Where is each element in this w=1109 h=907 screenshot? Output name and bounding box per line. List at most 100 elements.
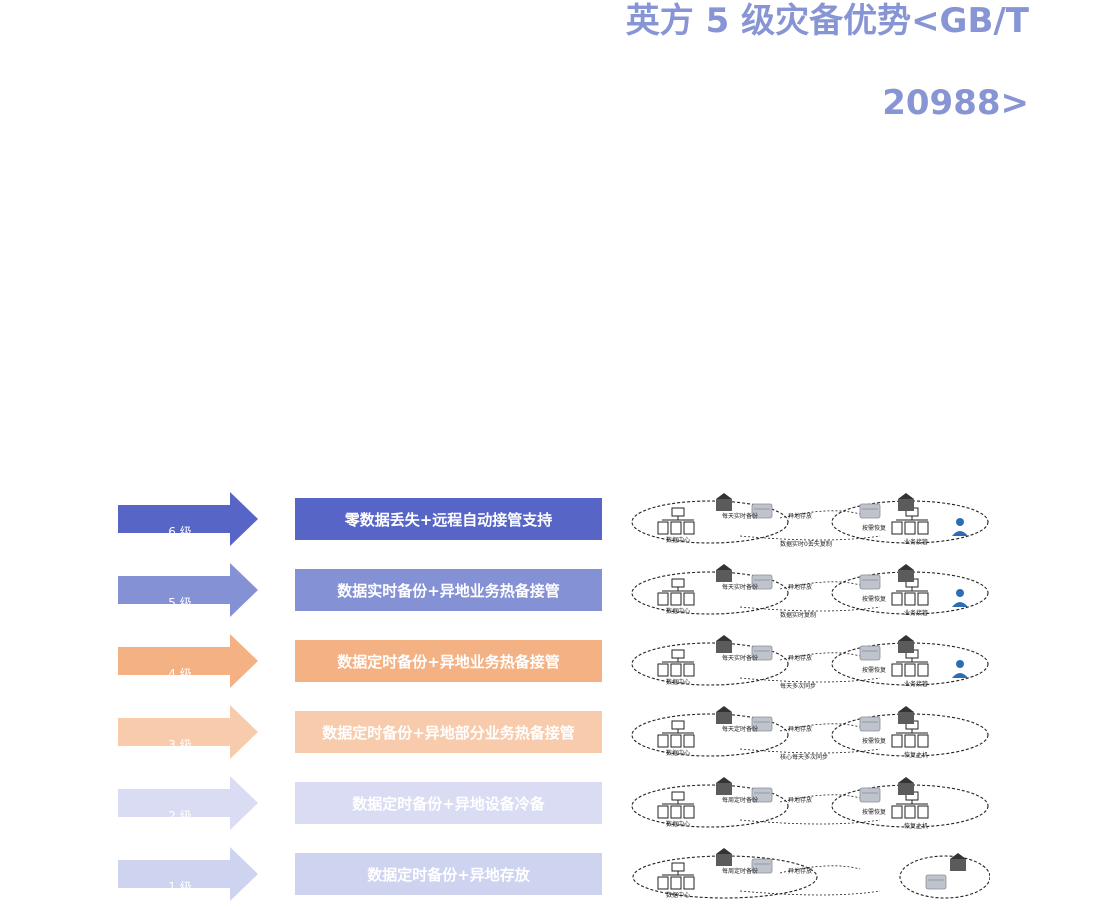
level-row-1: 1 级 数据定时备份+异地存放 数据中心每周定时备份异地存放 <box>0 847 1109 905</box>
thumb-label-a: 数据中心 <box>666 820 690 828</box>
thumb-label-c: 异地存放 <box>788 867 812 875</box>
level-row-2: 2 级 数据定时备份+异地设备冷备 数据中心每周定时备份异地存放按需恢复恢复主机 <box>0 776 1109 834</box>
thumb-label-f: 业务接管 <box>904 609 928 617</box>
transfer-link-top <box>779 652 861 661</box>
primary-site-ellipse <box>631 642 789 686</box>
level-row-5: 5 级 数据实时备份+异地业务热备接管 数据中心 每天实时备份 异地存放数据实时复制… <box>0 563 1109 621</box>
building-icon <box>716 635 732 653</box>
level-diagram-thumbnail: 数据中心每天实时备份异地存放数据实时0丢失复制按需恢复业务接管 <box>631 493 989 548</box>
server-icon <box>859 574 881 590</box>
server-icon <box>859 503 881 519</box>
level-arrow <box>118 492 258 546</box>
level-row-4: 4 级 数据定时备份+异地业务热备接管 数据中心每天实时备份异地存放每天多次同步… <box>0 634 1109 692</box>
thumb-label-c: 异地存放 <box>788 583 812 591</box>
level-description: 数据实时备份+异地业务热备接管 <box>295 569 602 611</box>
building-icon <box>950 853 966 871</box>
thumb-label-d: 核心每天多次同步 <box>780 753 828 761</box>
transfer-link-top <box>779 581 861 590</box>
level-label: 2 级 <box>168 809 192 823</box>
server-icon <box>751 645 773 661</box>
transfer-link-bottom <box>739 606 881 612</box>
level-label: 4 级 <box>168 667 192 681</box>
transfer-link-top <box>779 723 861 732</box>
network-tree-icon <box>657 791 695 819</box>
primary-site-ellipse <box>631 571 789 615</box>
backup-site-ellipse <box>899 855 990 899</box>
network-tree-icon <box>657 578 695 606</box>
thumb-label-e: 按需恢复 <box>862 666 886 674</box>
level-diagram-thumbnail: 数据中心每周定时备份异地存放按需恢复恢复主机 <box>631 777 989 830</box>
thumb-label-d: 每天多次同步 <box>780 682 816 690</box>
network-tree-icon <box>891 578 929 606</box>
page-title-line2: 20988> <box>882 83 1029 123</box>
level-label: 1 级 <box>168 880 192 894</box>
primary-site-ellipse <box>631 713 789 757</box>
thumb-label-a: 数据中心 <box>666 536 690 544</box>
level-description: 数据定时备份+异地存放 <box>295 853 602 895</box>
thumb-label-d: 数据实时复制 <box>780 611 816 619</box>
server-icon <box>751 574 773 590</box>
network-tree-icon <box>891 649 929 677</box>
thumb-label-e: 按需恢复 <box>862 595 886 603</box>
thumb-label-d: 数据实时0丢失复制 <box>780 540 832 548</box>
building-icon <box>898 635 914 653</box>
person-icon <box>952 660 968 678</box>
server-icon <box>859 787 881 803</box>
thumb-label-a: 数据中心 <box>666 749 690 757</box>
thumb-label-e: 按需恢复 <box>862 524 886 532</box>
transfer-link-top <box>779 794 861 803</box>
transfer-link-bottom <box>739 819 881 825</box>
thumb-label-e: 按需恢复 <box>862 808 886 816</box>
server-icon <box>751 716 773 732</box>
primary-site-ellipse <box>631 784 789 828</box>
level-diagram-thumbnail: 数据中心每天实时备份异地存放每天多次同步按需恢复业务接管 <box>631 635 989 690</box>
thumb-label-a: 数据中心 <box>666 607 690 615</box>
level-arrow <box>118 847 258 901</box>
level-row-3: 3 级 数据定时备份+异地部分业务热备接管 数据中心每天定时备份异地存放核心每天… <box>0 705 1109 763</box>
transfer-link-bottom <box>739 677 881 683</box>
thumb-label-f: 恢复主机 <box>904 751 928 759</box>
level-arrow <box>118 634 258 688</box>
person-icon <box>952 518 968 536</box>
server-icon <box>751 858 773 874</box>
level-description: 数据定时备份+异地部分业务热备接管 <box>295 711 602 753</box>
level-row-6: 6 级 零数据丢失+远程自动接管支持 数据中心每天实时备份异地存放数据实时0丢失… <box>0 492 1109 550</box>
network-tree-icon <box>657 507 695 535</box>
thumb-label-b: 每周定时备份 <box>722 796 758 804</box>
network-tree-icon <box>891 720 929 748</box>
level-diagram-thumbnail: 数据中心每天定时备份异地存放核心每天多次同步按需恢复恢复主机 <box>631 706 989 761</box>
primary-site-ellipse <box>631 500 789 544</box>
building-icon <box>716 706 732 724</box>
thumb-label-b: 每天实时备份 <box>722 654 758 662</box>
level-label: 5 级 <box>168 596 192 610</box>
building-icon <box>716 564 732 582</box>
building-icon <box>716 848 732 866</box>
building-icon <box>716 493 732 511</box>
transfer-link-bottom <box>739 748 881 754</box>
server-icon <box>751 787 773 803</box>
transfer-link-top <box>779 510 861 519</box>
building-icon <box>898 706 914 724</box>
thumb-label-f: 业务接管 <box>904 538 928 546</box>
network-tree-icon <box>891 507 929 535</box>
server-icon <box>925 874 947 890</box>
server-icon <box>859 716 881 732</box>
building-icon <box>898 564 914 582</box>
thumb-label-b: 每天实时备份 <box>722 583 758 591</box>
network-tree-icon <box>891 791 929 819</box>
thumb-label-f: 业务接管 <box>904 680 928 688</box>
level-diagram-thumbnail: 数据中心每周定时备份异地存放 <box>632 848 990 899</box>
level-arrow <box>118 776 258 830</box>
level-arrow <box>118 705 258 759</box>
level-description: 数据定时备份+异地设备冷备 <box>295 782 602 824</box>
thumb-label-b: 每天实时备份 <box>722 512 758 520</box>
building-icon <box>898 777 914 795</box>
page-title-line1: 英方 5 级灾备优势<GB/T <box>625 1 1029 41</box>
network-tree-icon <box>657 649 695 677</box>
thumb-label-b: 每天定时备份 <box>722 725 758 733</box>
building-icon <box>898 493 914 511</box>
thumb-label-b: 每周定时备份 <box>722 867 758 875</box>
level-description: 数据定时备份+异地业务热备接管 <box>295 640 602 682</box>
network-tree-icon <box>657 862 695 890</box>
